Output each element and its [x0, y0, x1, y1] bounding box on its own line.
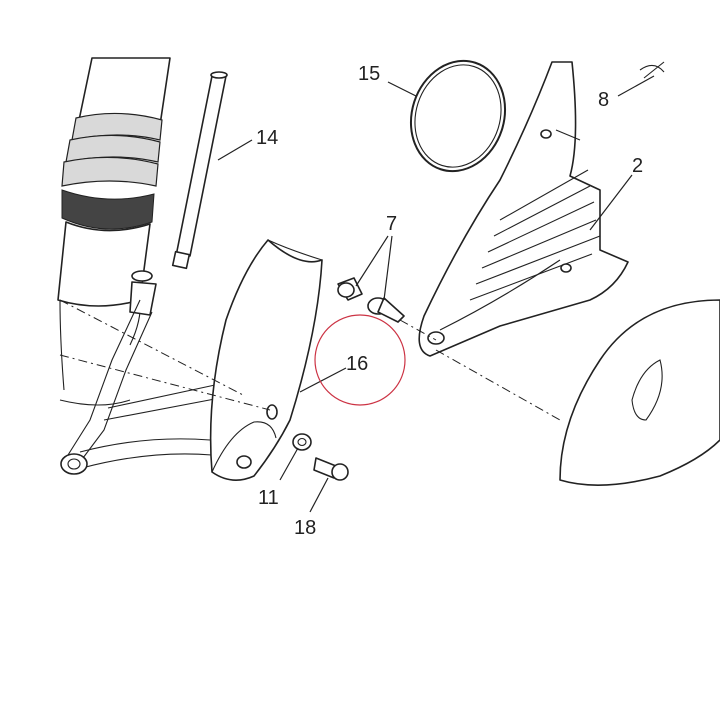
- alignment-lines: [59, 299, 561, 421]
- leader-lines: [217, 75, 655, 513]
- callout-2: 2: [632, 155, 643, 177]
- fork-leg-assembly: [57, 57, 171, 391]
- callout-labels: 15 8 14 2 7 16 11 18: [256, 63, 643, 539]
- part-2-fender: [418, 61, 629, 357]
- callout-7: 7: [386, 213, 397, 235]
- callout-14: 14: [256, 127, 278, 149]
- callout-15: 15: [358, 63, 380, 85]
- callout-8: 8: [598, 89, 609, 111]
- part-15-ring: [409, 59, 507, 173]
- part-16-fork-cover: [209, 239, 323, 481]
- part-11-washer: [292, 433, 312, 451]
- part-7-fasteners: [337, 277, 405, 323]
- part-18-bolt: [313, 457, 349, 481]
- front-fender-body: [559, 299, 720, 486]
- callout-16: 16: [346, 353, 368, 375]
- callout-11: 11: [258, 487, 279, 509]
- callout-18: 18: [294, 517, 316, 539]
- part-8-fragment: [639, 61, 665, 79]
- lower-bracket: [59, 270, 221, 475]
- highlight-circle: [314, 314, 406, 406]
- part-14-rod: [171, 71, 228, 270]
